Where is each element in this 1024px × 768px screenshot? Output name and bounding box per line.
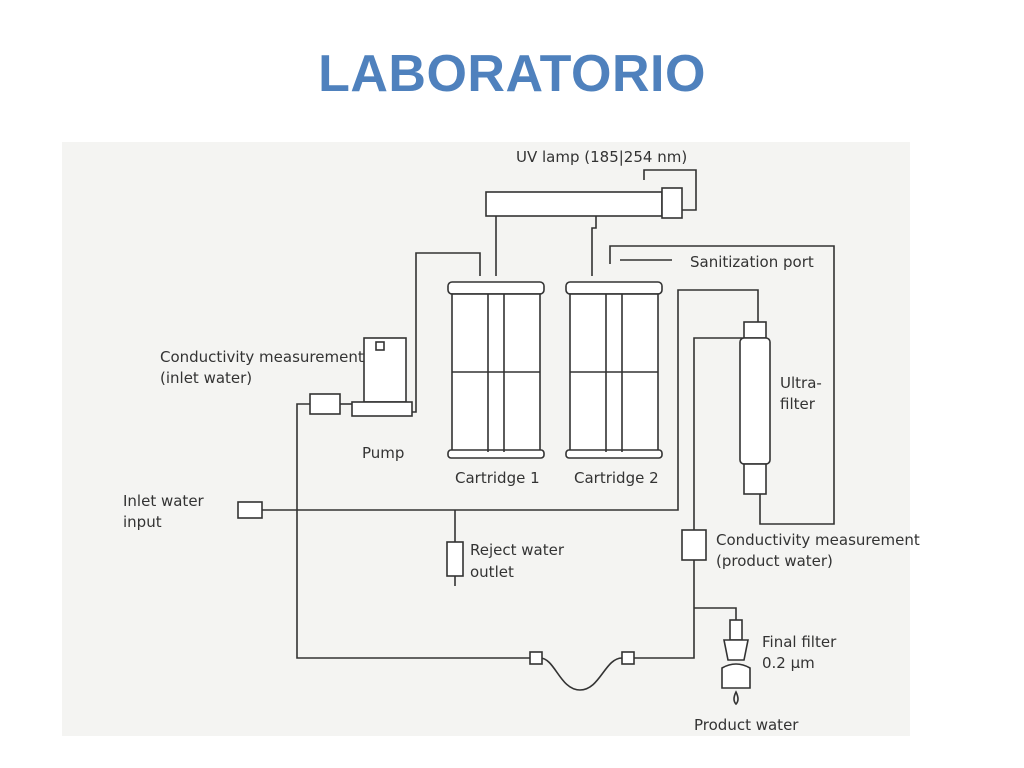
pipe-sanit (609, 245, 835, 525)
conductivity-sensor-inlet (309, 393, 341, 415)
label-ultrafilter-line2: filter (780, 395, 816, 413)
pipe-loop-right (634, 558, 695, 659)
label-pump: Pump (362, 444, 404, 462)
label-conductivity-product-line2: (product water) (716, 552, 833, 570)
pipe-inlet-branch (296, 403, 310, 510)
pump (363, 337, 407, 403)
pipe-loop-curve (539, 657, 623, 691)
conductivity-sensor-product (681, 529, 707, 561)
loop-coupler-right (621, 651, 635, 665)
final-filter (721, 619, 751, 706)
label-final-filter-line1: Final filter (762, 633, 837, 651)
label-inlet-water-line1: Inlet water (123, 492, 205, 510)
label-inlet-water-line2: input (123, 513, 162, 531)
reject-valve (446, 541, 464, 577)
label-reject-water-line1: Reject water (470, 541, 565, 559)
page-title: LABORATORIO (318, 45, 706, 103)
pipe-pump-to-cart1 (410, 252, 481, 413)
label-cartridge-2: Cartridge 2 (574, 469, 659, 487)
cartridge-2 (565, 281, 663, 459)
pipe-uv-right (643, 169, 697, 211)
label-conductivity-inlet-line1: Conductivity measurement (160, 348, 364, 366)
pipe-loop-left (296, 510, 530, 659)
loop-coupler-left (529, 651, 543, 665)
ultrafilter (739, 321, 771, 495)
pipe-final-branch (694, 607, 737, 620)
pipe-uv-to-cart2 (586, 213, 597, 276)
label-final-filter-line2: 0.2 µm (762, 654, 815, 672)
uv-lamp (485, 191, 663, 217)
label-cartridge-1: Cartridge 1 (455, 469, 540, 487)
label-ultrafilter-line1: Ultra- (780, 374, 822, 392)
label-reject-water-line2: outlet (470, 563, 514, 581)
cartridge-1 (447, 281, 545, 459)
pipe-inlet-main (262, 289, 759, 511)
inlet-connector (237, 501, 263, 519)
pipe-product-to-cond (693, 337, 744, 530)
label-sanitization-port: Sanitization port (690, 253, 814, 271)
label-conductivity-inlet-line2: (inlet water) (160, 369, 252, 387)
label-conductivity-product-line1: Conductivity measurement (716, 531, 920, 549)
label-uv-lamp: UV lamp (185|254 nm) (516, 148, 687, 166)
label-product-water: Product water (694, 716, 799, 734)
